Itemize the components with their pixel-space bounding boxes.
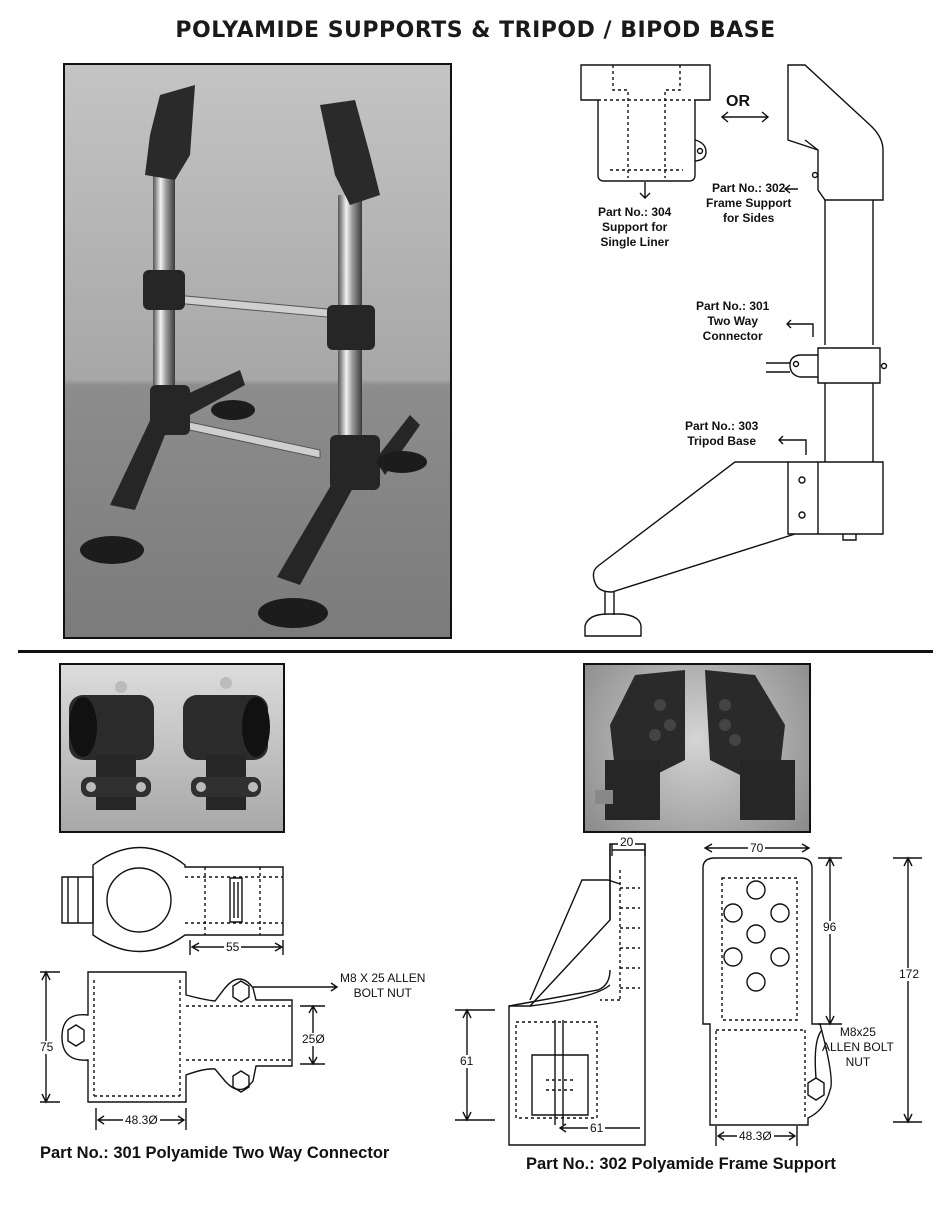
dim-20-line (611, 844, 646, 856)
dim-61-vertical: 61 (458, 1054, 476, 1068)
or-label: OR (726, 93, 750, 110)
dim-48: 48.3Ø (123, 1113, 160, 1127)
connector-caption: Part No.: 301 Polyamide Two Way Connecto… (40, 1144, 390, 1162)
arrow-303 (778, 435, 807, 455)
dim-55: 55 (224, 940, 242, 954)
dim-172: 172 (897, 967, 922, 981)
frame-support-illustration (595, 670, 795, 820)
dim-48-support: 48.3Ø (737, 1129, 774, 1143)
part-304-drawing (580, 64, 711, 199)
dim-75-line (40, 970, 60, 1104)
page-title: POLYAMIDE SUPPORTS & TRIPOD / BIPOD BASE (175, 18, 776, 43)
connector-top-view (61, 846, 284, 955)
stand-photo (63, 63, 452, 639)
dim-61-horizontal: 61 (588, 1121, 606, 1135)
dim-172-line (893, 856, 922, 1124)
bolt-leader-2 (814, 1029, 823, 1079)
section-divider (18, 650, 933, 653)
stand-illustration (80, 85, 427, 628)
connector-illustration (69, 677, 270, 810)
arrow-301 (786, 319, 814, 337)
dim-75: 75 (38, 1040, 56, 1054)
frame-support-photo (583, 663, 811, 833)
connector-front-view (61, 971, 293, 1103)
dim-96-line (818, 856, 842, 1026)
dim-70: 70 (748, 841, 766, 855)
dim-20: 20 (618, 835, 636, 849)
connector-photo (59, 663, 285, 833)
support-front-view (702, 857, 832, 1126)
support-side-view (508, 843, 646, 1146)
or-arrow (720, 111, 770, 123)
bolt-leader (253, 982, 339, 992)
dim-96: 96 (821, 920, 839, 934)
dim-25: 25Ø (300, 1032, 327, 1046)
frame-support-caption: Part No.: 302 Polyamide Frame Support (526, 1155, 836, 1173)
assembly-drawing (584, 64, 888, 637)
arrow-302 (783, 184, 798, 194)
